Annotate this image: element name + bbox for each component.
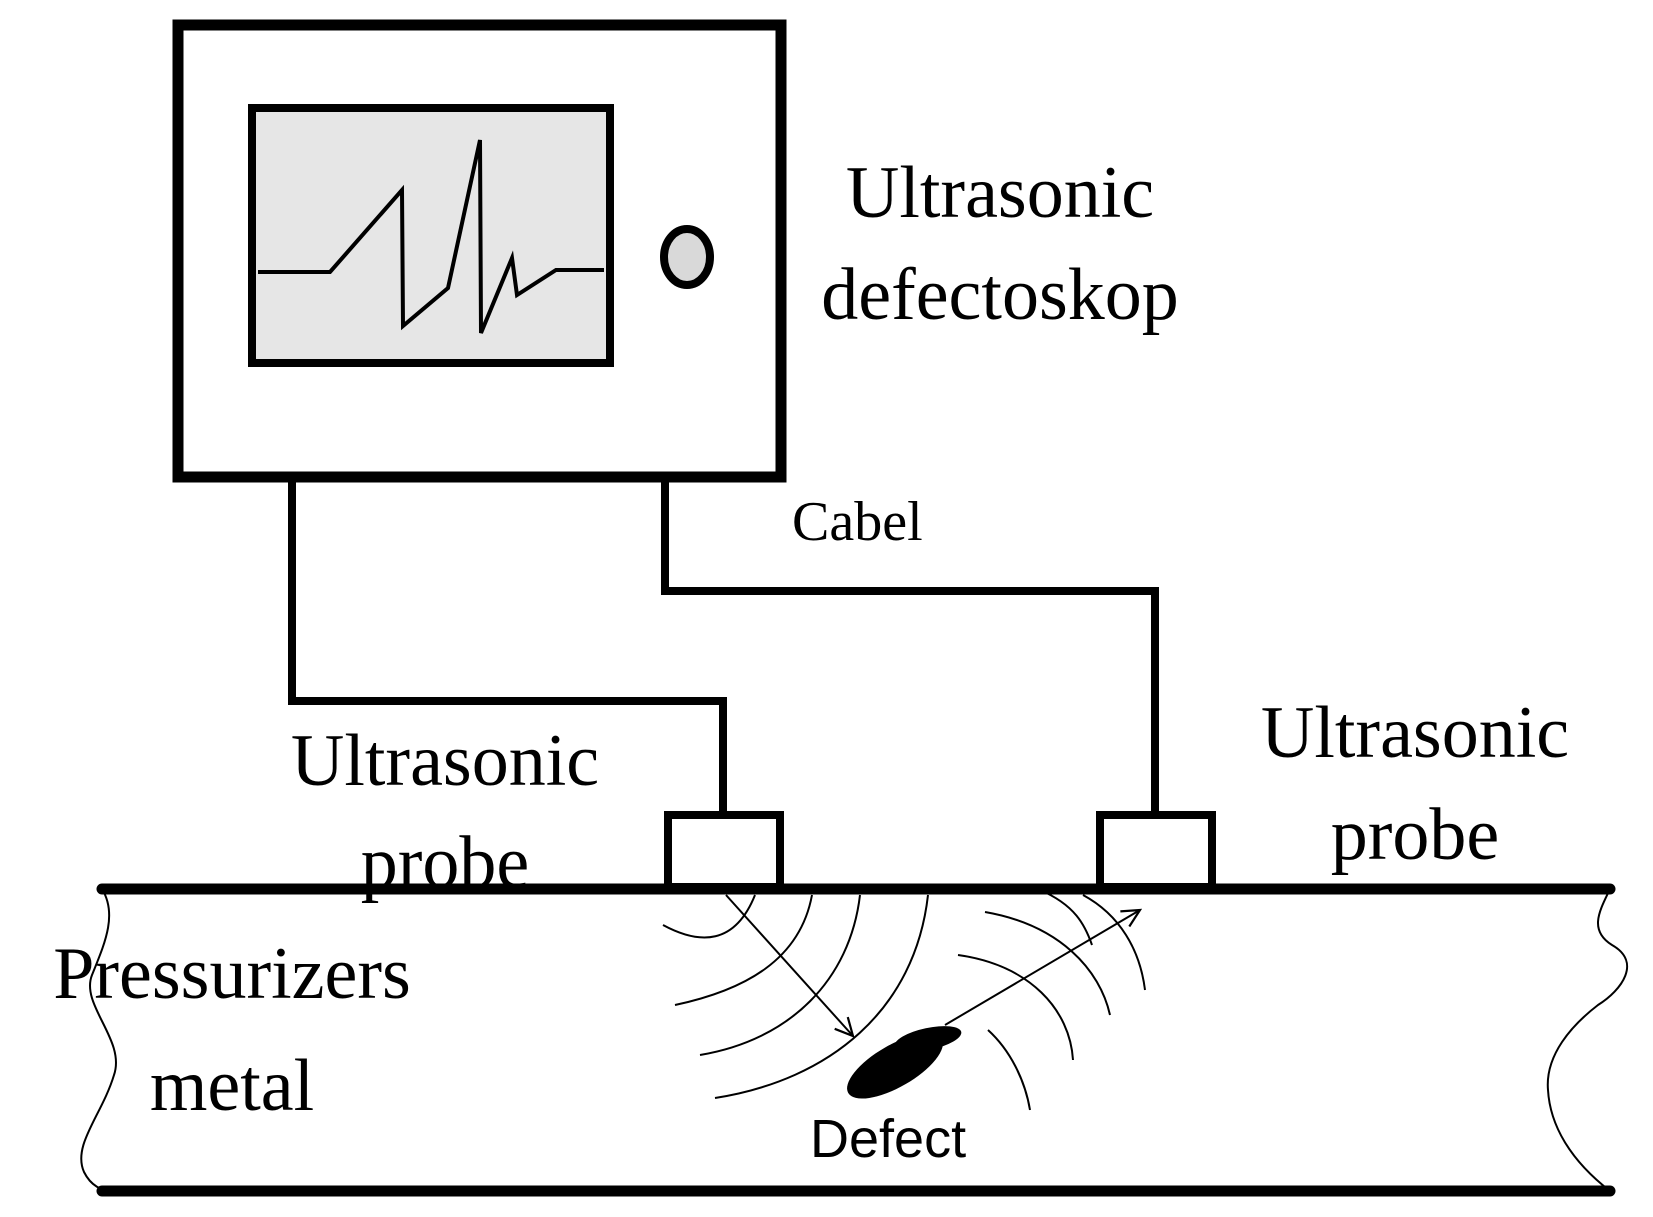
cable-left <box>288 481 727 815</box>
emitted-wave-fronts <box>662 894 929 1099</box>
probe-left-label: Ultrasonic probe <box>245 710 645 914</box>
defect-shape <box>847 1026 962 1099</box>
cable-label: Cabel <box>792 491 923 553</box>
incident-beam-arrow <box>725 894 853 1036</box>
defectoscope-screen <box>248 104 614 367</box>
defect-label: Defect <box>810 1109 967 1169</box>
reflected-wave-fronts <box>957 889 1146 1111</box>
oscilloscope-signal <box>258 139 604 334</box>
material-label-line1: Pressurizers <box>53 933 411 1015</box>
probe-right-label-line1: Ultrasonic <box>1260 692 1570 774</box>
device-label-line1: Ultrasonic <box>845 152 1155 234</box>
ultrasonic-probe-left <box>664 811 784 891</box>
probe-right-label-line2: probe <box>1330 794 1500 876</box>
probe-left-label-line2: probe <box>360 822 530 904</box>
device-label-line2: defectoskop <box>821 254 1179 336</box>
cable-right <box>661 481 1159 815</box>
control-knob <box>660 225 714 289</box>
device-label: Ultrasonic defectoskop <box>780 142 1220 346</box>
metal-right-break <box>1546 888 1628 1192</box>
material-label-line2: metal <box>149 1045 315 1127</box>
ultrasonic-probe-right <box>1096 811 1216 891</box>
material-label: Pressurizers metal <box>8 918 456 1142</box>
metal-left-break <box>80 888 117 1192</box>
probe-left-label-line1: Ultrasonic <box>290 720 600 802</box>
reflected-beam-arrow <box>944 910 1140 1026</box>
probe-right-label: Ultrasonic probe <box>1215 682 1615 886</box>
